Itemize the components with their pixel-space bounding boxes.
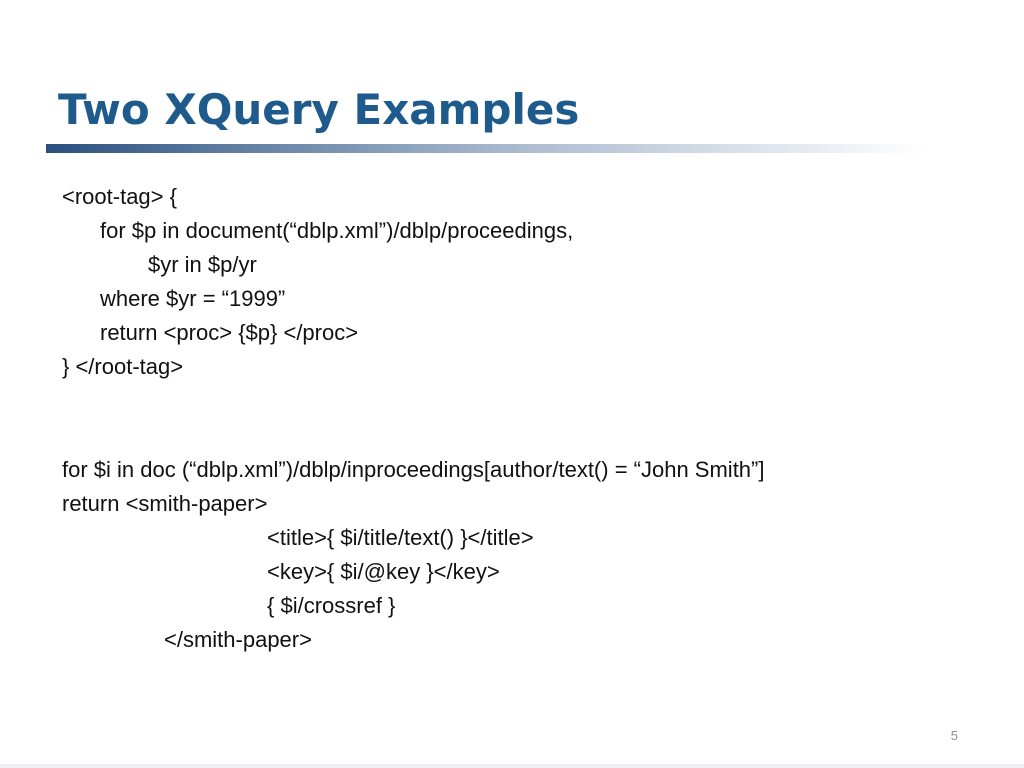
query2-line-5: { $i/crossref } [267,593,396,618]
bottom-divider [0,764,1024,768]
query2-line-4: <key>{ $i/@key }</key> [267,559,500,584]
query2-line-6: </smith-paper> [164,627,312,652]
query2-line-3: <title>{ $i/title/text() }</title> [267,525,534,550]
query1-line-6: } </root-tag> [62,354,184,379]
page-number: 5 [950,728,958,743]
slide-title: Two XQuery Examples [58,85,580,134]
query2-line-2: return <smith-paper> [62,491,268,516]
title-underline [46,144,926,153]
query1-line-5: return <proc> {$p} </proc> [100,320,359,345]
query1-line-3: $yr in $p/yr [148,252,257,277]
query1-line-4: where $yr = “1999” [100,286,286,311]
query2-line-1: for $i in doc (“dblp.xml”)/dblp/inprocee… [62,457,765,482]
query1-line-1: <root-tag> { [62,184,177,209]
query1-line-2: for $p in document(“dblp.xml”)/dblp/proc… [100,218,574,243]
